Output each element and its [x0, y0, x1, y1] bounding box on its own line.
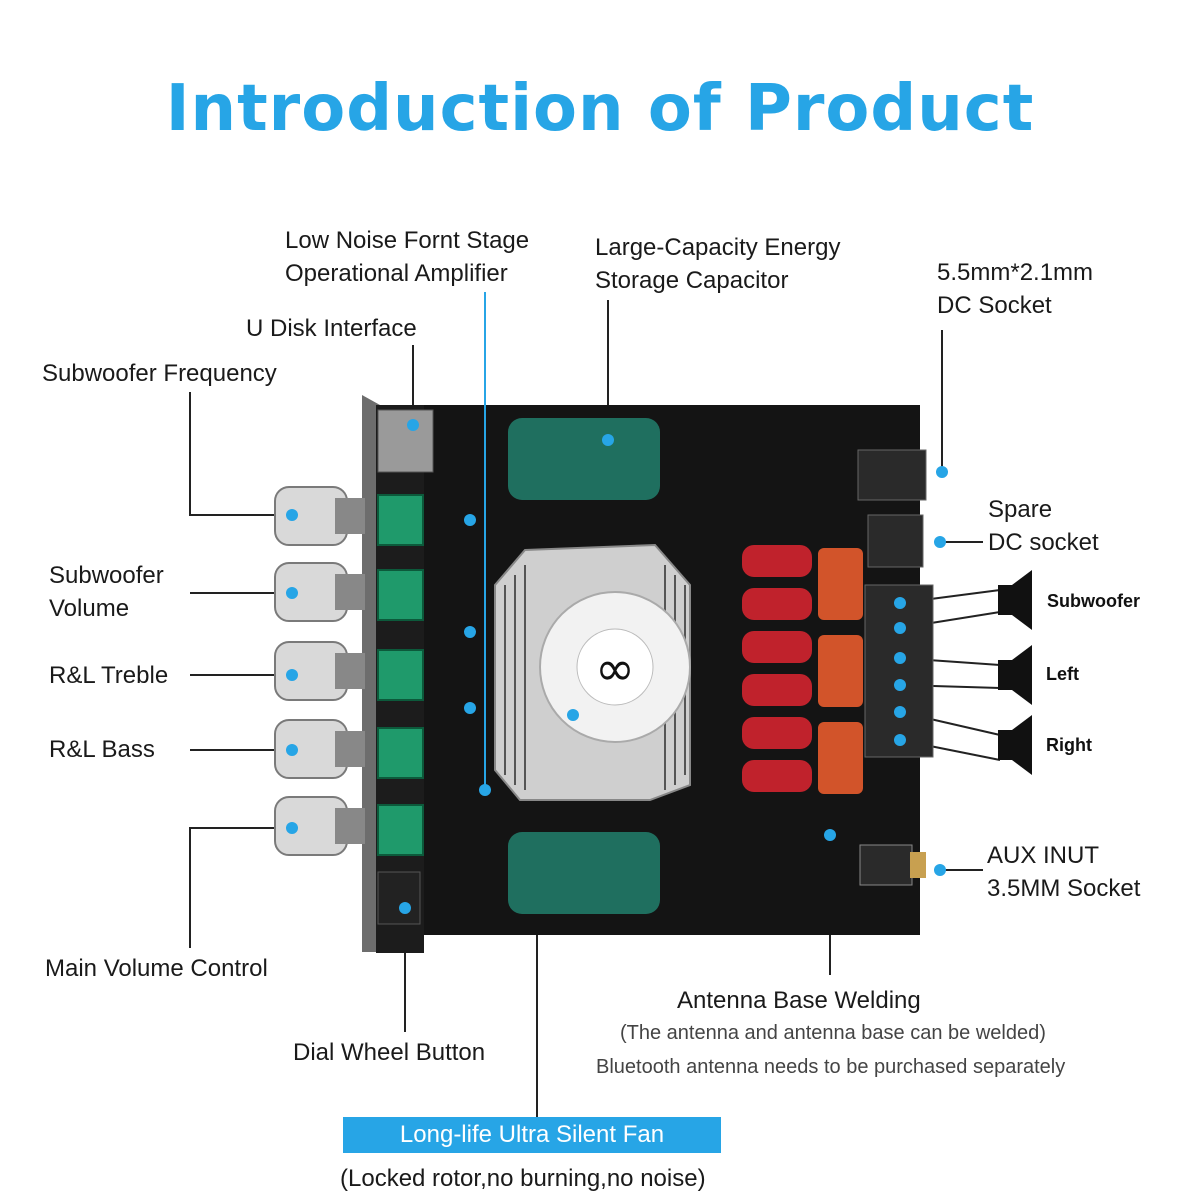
label-fan-banner: Long-life Ultra Silent Fan	[343, 1117, 721, 1153]
label-antenna: Antenna Base Welding	[677, 987, 921, 1014]
label-bass: R&L Bass	[49, 736, 155, 763]
label-dc-socket: 5.5mm*2.1mm DC Socket	[937, 256, 1093, 322]
usb-port	[377, 409, 434, 473]
label-capacitor-line2: Storage Capacitor	[595, 267, 789, 294]
label-sub-freq: Subwoofer Frequency	[42, 360, 277, 387]
label-sub-vol: Subwoofer Volume	[49, 559, 164, 625]
label-antenna-note2: Bluetooth antenna needs to be purchased …	[596, 1056, 1066, 1078]
leader-sub-freq	[189, 392, 292, 516]
label-fan-note: (Locked rotor,no burning,no noise)	[340, 1165, 706, 1192]
label-aux: AUX INUT 3.5MM Socket	[987, 839, 1140, 905]
label-op-amp-line2: Operational Amplifier	[285, 260, 508, 287]
label-sub-vol-line2: Volume	[49, 595, 130, 622]
label-spare-dc-line1: Spare	[988, 496, 1053, 523]
top-capacitor	[508, 418, 660, 500]
label-speaker-right: Right	[1046, 735, 1092, 755]
inductors	[742, 545, 812, 792]
label-main-volume: Main Volume Control	[45, 955, 268, 982]
leader-main-vol	[189, 827, 290, 948]
label-op-amp: Low Noise Fornt Stage Operational Amplif…	[285, 224, 529, 290]
speaker-icon-subwoofer	[998, 570, 1032, 630]
leader-lines	[189, 300, 1001, 1117]
film-capacitors	[818, 548, 863, 794]
label-op-amp-line1: Low Noise Fornt Stage	[285, 227, 530, 254]
dot-marker-icons	[286, 419, 948, 914]
heatsink: ∞	[494, 543, 691, 801]
speakers	[998, 570, 1032, 775]
label-dc-socket-line2: DC Socket	[937, 292, 1052, 319]
speaker-terminal	[864, 584, 934, 758]
label-speaker-left: Left	[1046, 664, 1079, 684]
label-spare-dc-line2: DC socket	[988, 529, 1099, 556]
label-antenna-note1: (The antenna and antenna base can be wel…	[620, 1022, 1046, 1044]
dial-wheel	[377, 871, 421, 925]
label-dc-socket-line1: 5.5mm*2.1mm	[937, 259, 1094, 286]
label-u-disk: U Disk Interface	[246, 315, 417, 342]
label-treble: R&L Treble	[49, 662, 169, 689]
speaker-icon-right	[998, 715, 1032, 775]
front-panel	[362, 395, 380, 952]
label-spare-dc: Spare DC socket	[988, 493, 1099, 559]
infinity-logo-icon: ∞	[595, 641, 635, 697]
label-capacitor-line1: Large-Capacity Energy	[595, 234, 841, 261]
label-dial-wheel: Dial Wheel Button	[293, 1039, 486, 1066]
knob-sub-freq	[274, 486, 365, 546]
label-speaker-subwoofer: Subwoofer	[1047, 591, 1140, 611]
knob-bass	[274, 719, 365, 779]
spare-dc-socket	[867, 514, 924, 568]
bottom-capacitor	[508, 832, 660, 914]
potentiometers	[377, 494, 424, 856]
knob-main-vol	[274, 796, 365, 856]
label-sub-vol-line1: Subwoofer	[49, 562, 164, 589]
page-title: Introduction of Product	[165, 72, 1035, 146]
knob-group	[274, 486, 365, 856]
knob-sub-vol	[274, 562, 365, 622]
dc-socket	[857, 449, 927, 501]
label-capacitor: Large-Capacity Energy Storage Capacitor	[595, 231, 840, 297]
label-aux-line2: 3.5MM Socket	[987, 875, 1141, 902]
knob-treble	[274, 641, 365, 701]
aux-socket	[859, 844, 913, 886]
speaker-icon-left	[998, 645, 1032, 705]
label-aux-line1: AUX INUT	[987, 842, 1100, 869]
